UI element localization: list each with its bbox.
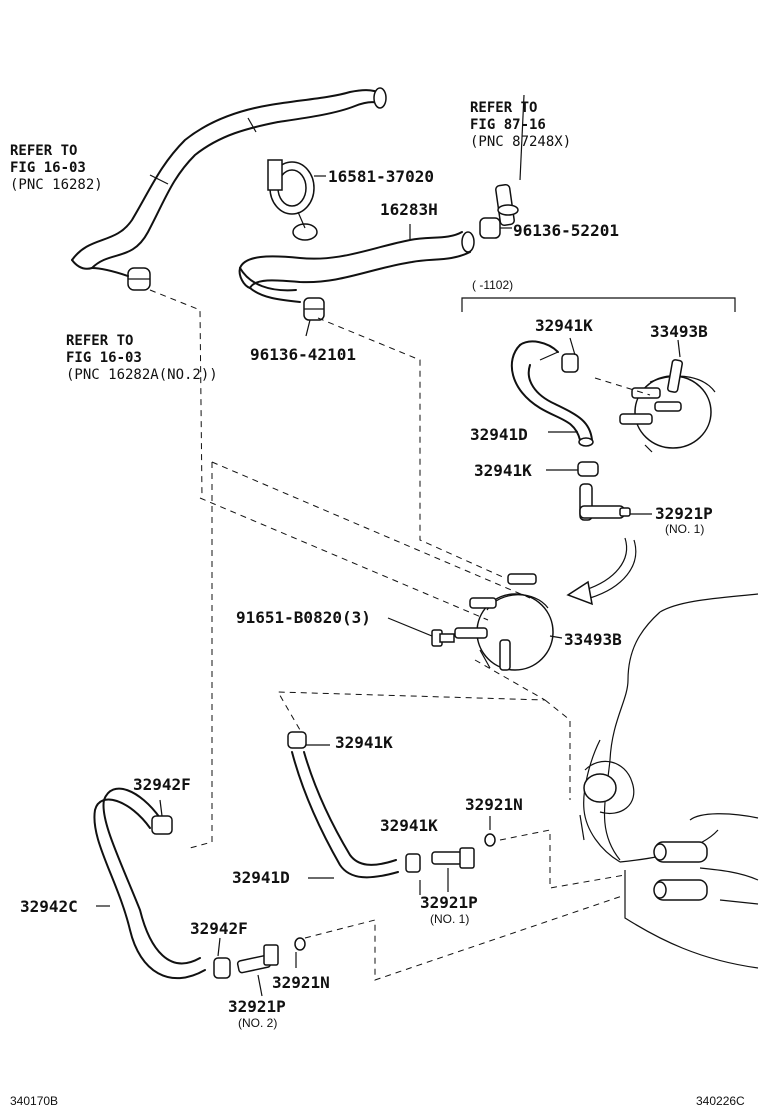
- part-33493b-lower[interactable]: 33493B: [564, 630, 622, 649]
- left-hose-end: [91, 267, 129, 277]
- union-32921p-c: [236, 944, 279, 974]
- clamp-96136-42101: [303, 297, 325, 337]
- pipe-87248x: [495, 183, 519, 227]
- reservoir-33493b-lower: [454, 573, 554, 671]
- clamp-32941k-c: [287, 731, 307, 749]
- part-32921p-no1-upper-sub: (NO. 1): [665, 522, 705, 536]
- clamp-32941k-b: [577, 461, 599, 477]
- upper-left-hose: [71, 87, 387, 270]
- part-32941k-b[interactable]: 32941K: [474, 461, 532, 480]
- range-bracket: [461, 297, 736, 312]
- left-hose-clamp: [127, 267, 151, 291]
- clamp-16581: [267, 159, 326, 241]
- part-32921p-no1-lower[interactable]: 32921P: [420, 893, 478, 912]
- reservoir-33493b-upper: [619, 359, 716, 453]
- part-32941d-upper[interactable]: 32941D: [470, 425, 528, 444]
- ref-top-left: REFER TO FIG 16-03 (PNC 16282): [10, 143, 103, 193]
- part-32941d-lower[interactable]: 32941D: [232, 868, 290, 887]
- part-32921p-no1-upper[interactable]: 32921P: [655, 504, 713, 523]
- part-32941k-d[interactable]: 32941K: [380, 816, 438, 835]
- diagram-code-left: 340170B: [10, 1094, 59, 1108]
- union-32921p-a: [579, 483, 631, 521]
- hose-32942c: [93, 787, 206, 980]
- part-32921n-b[interactable]: 32921N: [272, 973, 330, 992]
- ref-mid-left: REFER TO FIG 16-03 (PNC 16282A(NO.2)): [66, 333, 218, 383]
- diagram-code-right: 340226C: [696, 1094, 745, 1108]
- part-91651-b0820[interactable]: 91651-B0820(3): [236, 608, 371, 627]
- union-32921p-b: [431, 847, 475, 869]
- range-note: ( -1102): [472, 278, 514, 292]
- part-32942c[interactable]: 32942C: [20, 897, 78, 916]
- part-96136-52201[interactable]: 96136-52201: [513, 221, 619, 240]
- clamp-32941k-d: [405, 853, 421, 873]
- hose-16283h: [238, 224, 475, 303]
- part-32921p-no2[interactable]: 32921P: [228, 997, 286, 1016]
- engine-outline: [579, 593, 759, 969]
- hose-32941d-upper: [510, 340, 594, 447]
- ref-top-right: REFER TO FIG 87-16 (PNC 87248X): [470, 100, 572, 150]
- part-32921p-no1-lower-sub: (NO. 1): [430, 912, 470, 926]
- gasket-32921n-a: [484, 833, 496, 847]
- part-32921n-a[interactable]: 32921N: [465, 795, 523, 814]
- part-33493b-upper[interactable]: 33493B: [650, 322, 708, 341]
- part-16581-37020[interactable]: 16581-37020: [328, 167, 434, 186]
- part-32941k-c[interactable]: 32941K: [335, 733, 393, 752]
- part-16283h[interactable]: 16283H: [380, 200, 438, 219]
- dashed-leaders: [149, 289, 651, 981]
- bolt-91651: [387, 617, 455, 647]
- clamp-32941k-a: [561, 353, 579, 373]
- clamp-32942f-a: [151, 815, 173, 835]
- part-96136-42101[interactable]: 96136-42101: [250, 345, 356, 364]
- part-32942f-b[interactable]: 32942F: [190, 919, 248, 938]
- part-32941k-a[interactable]: 32941K: [535, 316, 593, 335]
- gasket-32921n-b: [294, 937, 306, 951]
- direction-arrow: [566, 537, 637, 606]
- part-32942f-a[interactable]: 32942F: [133, 775, 191, 794]
- leader-lines: [96, 94, 681, 997]
- clamp-32942f-b: [213, 957, 231, 979]
- hose-32941d-lower: [291, 751, 399, 879]
- clamp-96136-52201: [479, 217, 512, 239]
- part-32921p-no2-sub: (NO. 2): [238, 1016, 278, 1030]
